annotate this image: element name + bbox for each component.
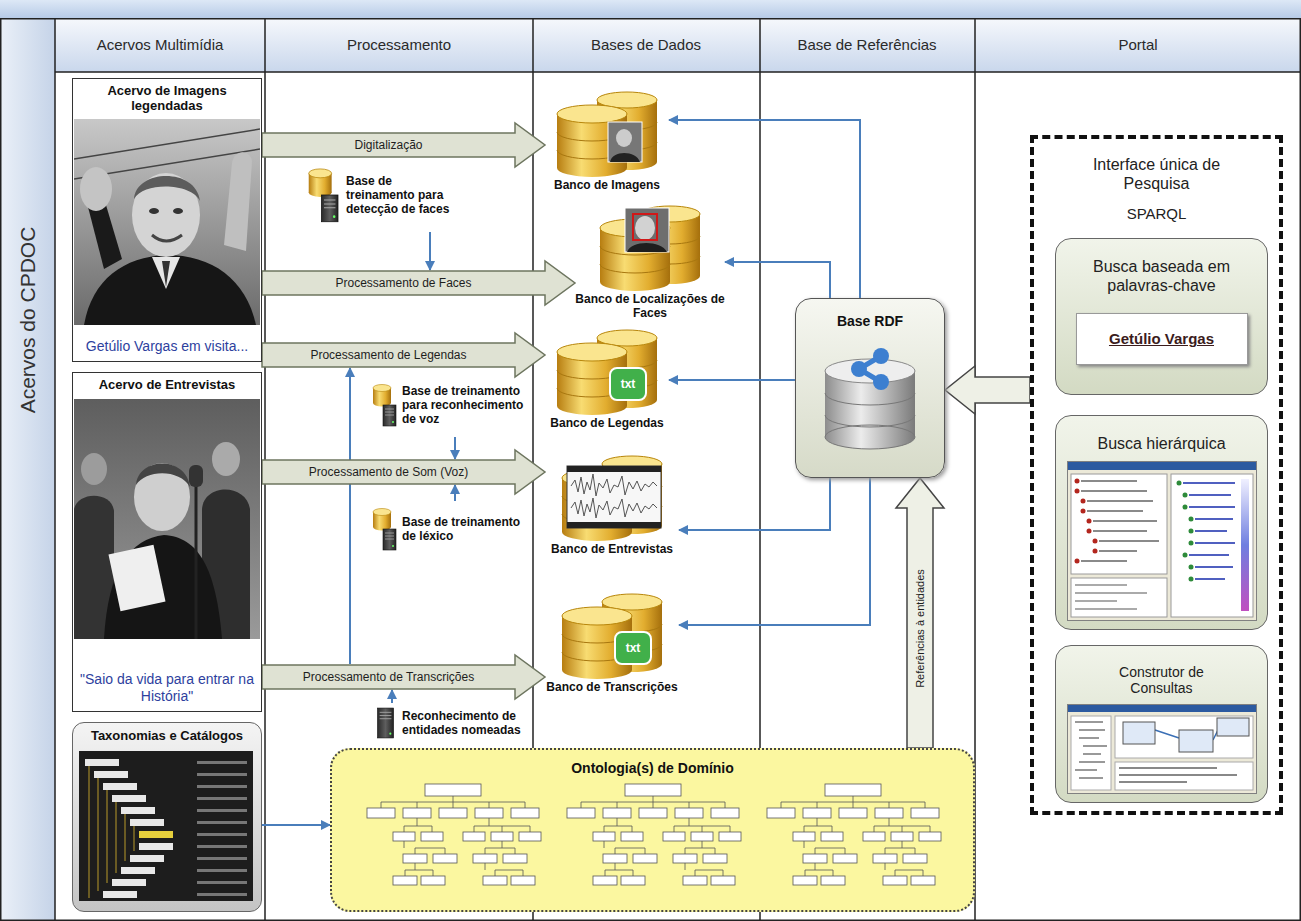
training-base: Base de treinamento para detecção de fac… [306,166,456,224]
box-title: Acervo de Imagens legendadas [79,83,255,113]
database-label: Banco de Entrevistas [551,542,673,556]
reference-arrow [896,478,944,748]
base-label: Base de treinamento para detecção de fac… [346,174,456,216]
database: Banco de Transcrições txt [545,590,679,694]
ontology-region: Ontologia(s) de Domínio [330,748,975,912]
database-label: Banco de Imagens [554,178,660,192]
process-arrow [262,123,545,167]
panel-title: Busca hierárquica [1097,434,1225,453]
collection-box: Acervo de Entrevistas "Saio da vida para … [72,372,262,712]
side-band [0,18,55,921]
ontology-trees [353,782,953,894]
photo-caption: "Saio da vida para entrar na História" [79,671,255,705]
search-field: Getúlio Vargas [1076,313,1248,365]
icon-text: txt [610,368,646,400]
box-title: Acervo de Entrevistas [99,377,236,392]
column-header: Portal [1118,36,1157,54]
region-title: Ontologia(s) de Domínio [571,760,734,776]
box-title: Taxonomias e Catálogos [91,728,243,743]
arrow-label: Processamento de Transcrições [300,670,477,684]
database-icon [595,202,705,292]
photo-caption: Getúlio Vargas em visita... [86,338,248,355]
ner-module: Reconhecimento de entidades nomeadas [372,706,532,740]
search-panel: Busca baseada em palavras-chaveGetúlio V… [1055,238,1268,395]
training-db-icon [306,167,342,223]
base-label: Base de treinamento para reconhecimento … [402,384,532,426]
column-header: Base de Referências [797,36,936,54]
database: Banco de Imagens [545,88,669,192]
frame-title: Interface única de Pesquisa [1082,155,1232,193]
collection-box: Acervo de Imagens legendadasGetúlio Varg… [72,78,262,362]
query-builder-screenshot [1067,704,1257,794]
arrow-label: Processamento de Faces [332,276,474,290]
arrow-label: Processamento de Som (Voz) [306,465,471,479]
process-arrow [262,261,575,305]
row-header: Acervos do CPDOC [16,227,40,414]
search-panel: Busca hierárquica [1055,415,1268,630]
portal-frame: Interface única de PesquisaSPARQL Busca b… [1030,135,1283,815]
arrow-label: Referências à entidades [913,566,926,691]
rdf-store-icon [815,339,925,451]
database: Banco de Entrevistas [545,452,679,556]
database-icon [557,452,667,542]
hierarchy-screenshot [1067,461,1257,621]
icon-text: txt [615,632,651,664]
arrow-label: Digitalização [351,138,425,152]
panel-title: Construtor de Consultas [1102,664,1222,696]
column-header: Processamento [347,36,451,54]
arrow-label: Processamento de Legendas [307,348,469,362]
link-line [679,478,830,530]
server-icon [372,707,398,739]
link-line [669,379,795,381]
database: Banco de Localizações de Faces [575,202,725,320]
taxonomy-tree-image [79,751,253,901]
search-panel: Construtor de Consultas [1055,645,1268,803]
frame-subtitle: SPARQL [1127,205,1187,223]
panel-title: Busca baseada em palavras-chave [1074,257,1249,295]
query-arrow [945,366,1030,414]
photo [74,119,260,325]
top-strip [0,0,1301,18]
training-base: Base de treinamento de léxico [372,506,532,552]
store-label: Base RDF [837,313,903,329]
database-label: Banco de Transcrições [546,680,677,694]
database-icon [552,88,662,178]
column-lines [0,18,1301,921]
database-icon [552,326,662,416]
taxonomy-box: Taxonomias e Catálogos [72,722,262,912]
header-row [55,18,1301,72]
database-icon [557,590,667,680]
base-label: Base de treinamento de léxico [402,515,532,543]
link-line [262,824,330,826]
database: Banco de Legendas txt [545,326,669,430]
link-line [725,262,830,298]
training-base: Base de treinamento para reconhecimento … [372,382,532,428]
rdf-store: Base RDF [795,298,945,478]
training-db-icon [372,383,398,427]
database-label: Banco de Legendas [550,416,663,430]
link-line [679,478,870,625]
column-header: Acervos Multimídia [97,36,224,54]
training-db-icon [372,507,398,551]
column-header: Bases de Dados [591,36,701,54]
process-arrow [262,333,545,377]
module-label: Reconhecimento de entidades nomeadas [402,709,532,737]
database-label: Banco de Localizações de Faces [575,292,725,320]
photo [74,399,260,639]
process-arrow [262,655,545,699]
process-arrow [262,450,545,494]
